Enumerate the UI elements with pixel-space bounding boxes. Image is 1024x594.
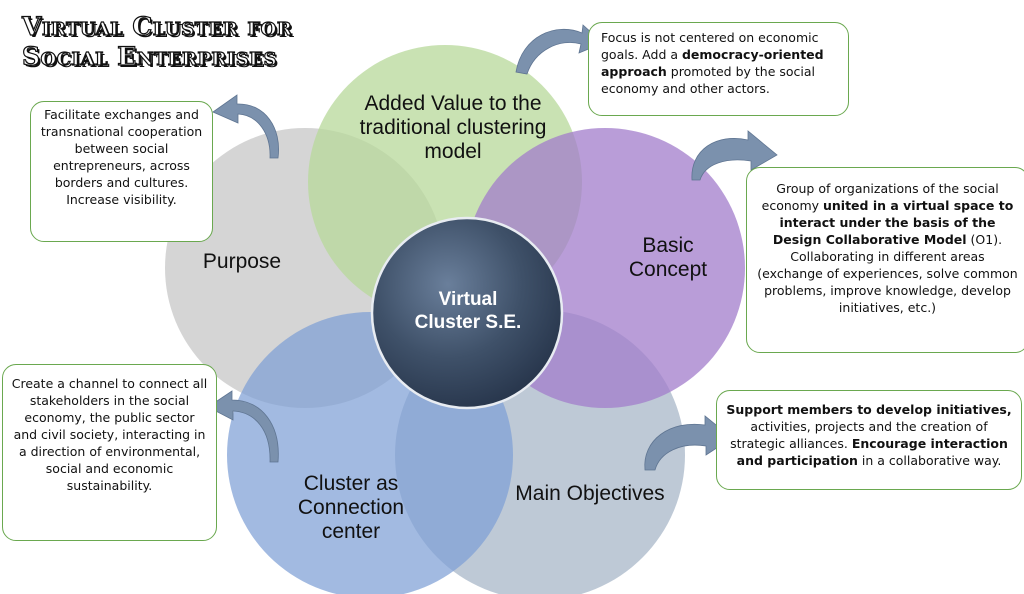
label-cluster-line1: Cluster as — [303, 472, 399, 495]
arrow-cluster-curved — [207, 390, 279, 463]
center-label-line1: Virtual — [438, 289, 498, 310]
callout-concept-text-2: (O1). Collaborating in different areas (… — [757, 232, 1018, 315]
label-basic-concept-line1: Basic — [642, 234, 694, 257]
callout-objectives-text-1: activities, projects and the creation of… — [730, 419, 988, 451]
center-hub — [370, 216, 564, 410]
arrow-concept-curved — [691, 130, 778, 181]
callout-focus-text-1: Focus is not centered on economic goals.… — [601, 30, 819, 62]
callout-channel: Create a channel to connect all stakehol… — [2, 364, 217, 541]
label-basic-concept-line2: Concept — [628, 258, 708, 281]
title-line-2: Social Enterprises — [21, 41, 278, 71]
label-purpose: Purpose — [202, 250, 282, 273]
callout-concept: Group of organizations of the social eco… — [746, 167, 1024, 353]
callout-channel-text: Create a channel to connect all stakehol… — [11, 376, 208, 493]
label-cluster-connection: Cluster as Connection center — [281, 472, 421, 544]
callout-concept-text-1: Group of organizations of the social eco… — [761, 181, 999, 213]
callout-objectives-bold-1: Support members to develop initiatives, — [726, 402, 1012, 417]
arrow-purpose-curved — [212, 94, 279, 159]
label-cluster-line3: center — [321, 520, 381, 543]
callout-focus: Focus is not centered on economic goals.… — [588, 22, 849, 116]
callout-objectives-text-2: in a collaborative way. — [857, 453, 1002, 468]
title-line-1: Virtual Cluster for — [21, 11, 293, 41]
page-title: Virtual Cluster for Social Enterprises — [21, 11, 293, 72]
label-basic-concept: Basic Concept — [608, 234, 728, 282]
callout-focus-text-2: promoted by the social economy and other… — [601, 64, 816, 96]
center-label-line2: Cluster S.E. — [414, 312, 522, 333]
callout-objectives: Support members to develop initiatives, … — [716, 390, 1022, 490]
label-cluster-line2: Connection — [297, 496, 405, 519]
label-main-objectives: Main Objectives — [515, 482, 665, 505]
center-label: Virtual Cluster S.E. — [393, 288, 543, 334]
callout-concept-bold-1: united in a virtual space to interact un… — [772, 198, 1014, 247]
callout-purpose-text: Facilitate exchanges and transnational c… — [40, 107, 203, 207]
label-added-value: Added Value to the traditional clusterin… — [359, 92, 547, 163]
callout-purpose: Facilitate exchanges and transnational c… — [30, 101, 213, 242]
callout-focus-bold-1: democracy-oriented approach — [601, 47, 824, 79]
callout-objectives-bold-2: Encourage interaction and participation — [736, 436, 1008, 468]
